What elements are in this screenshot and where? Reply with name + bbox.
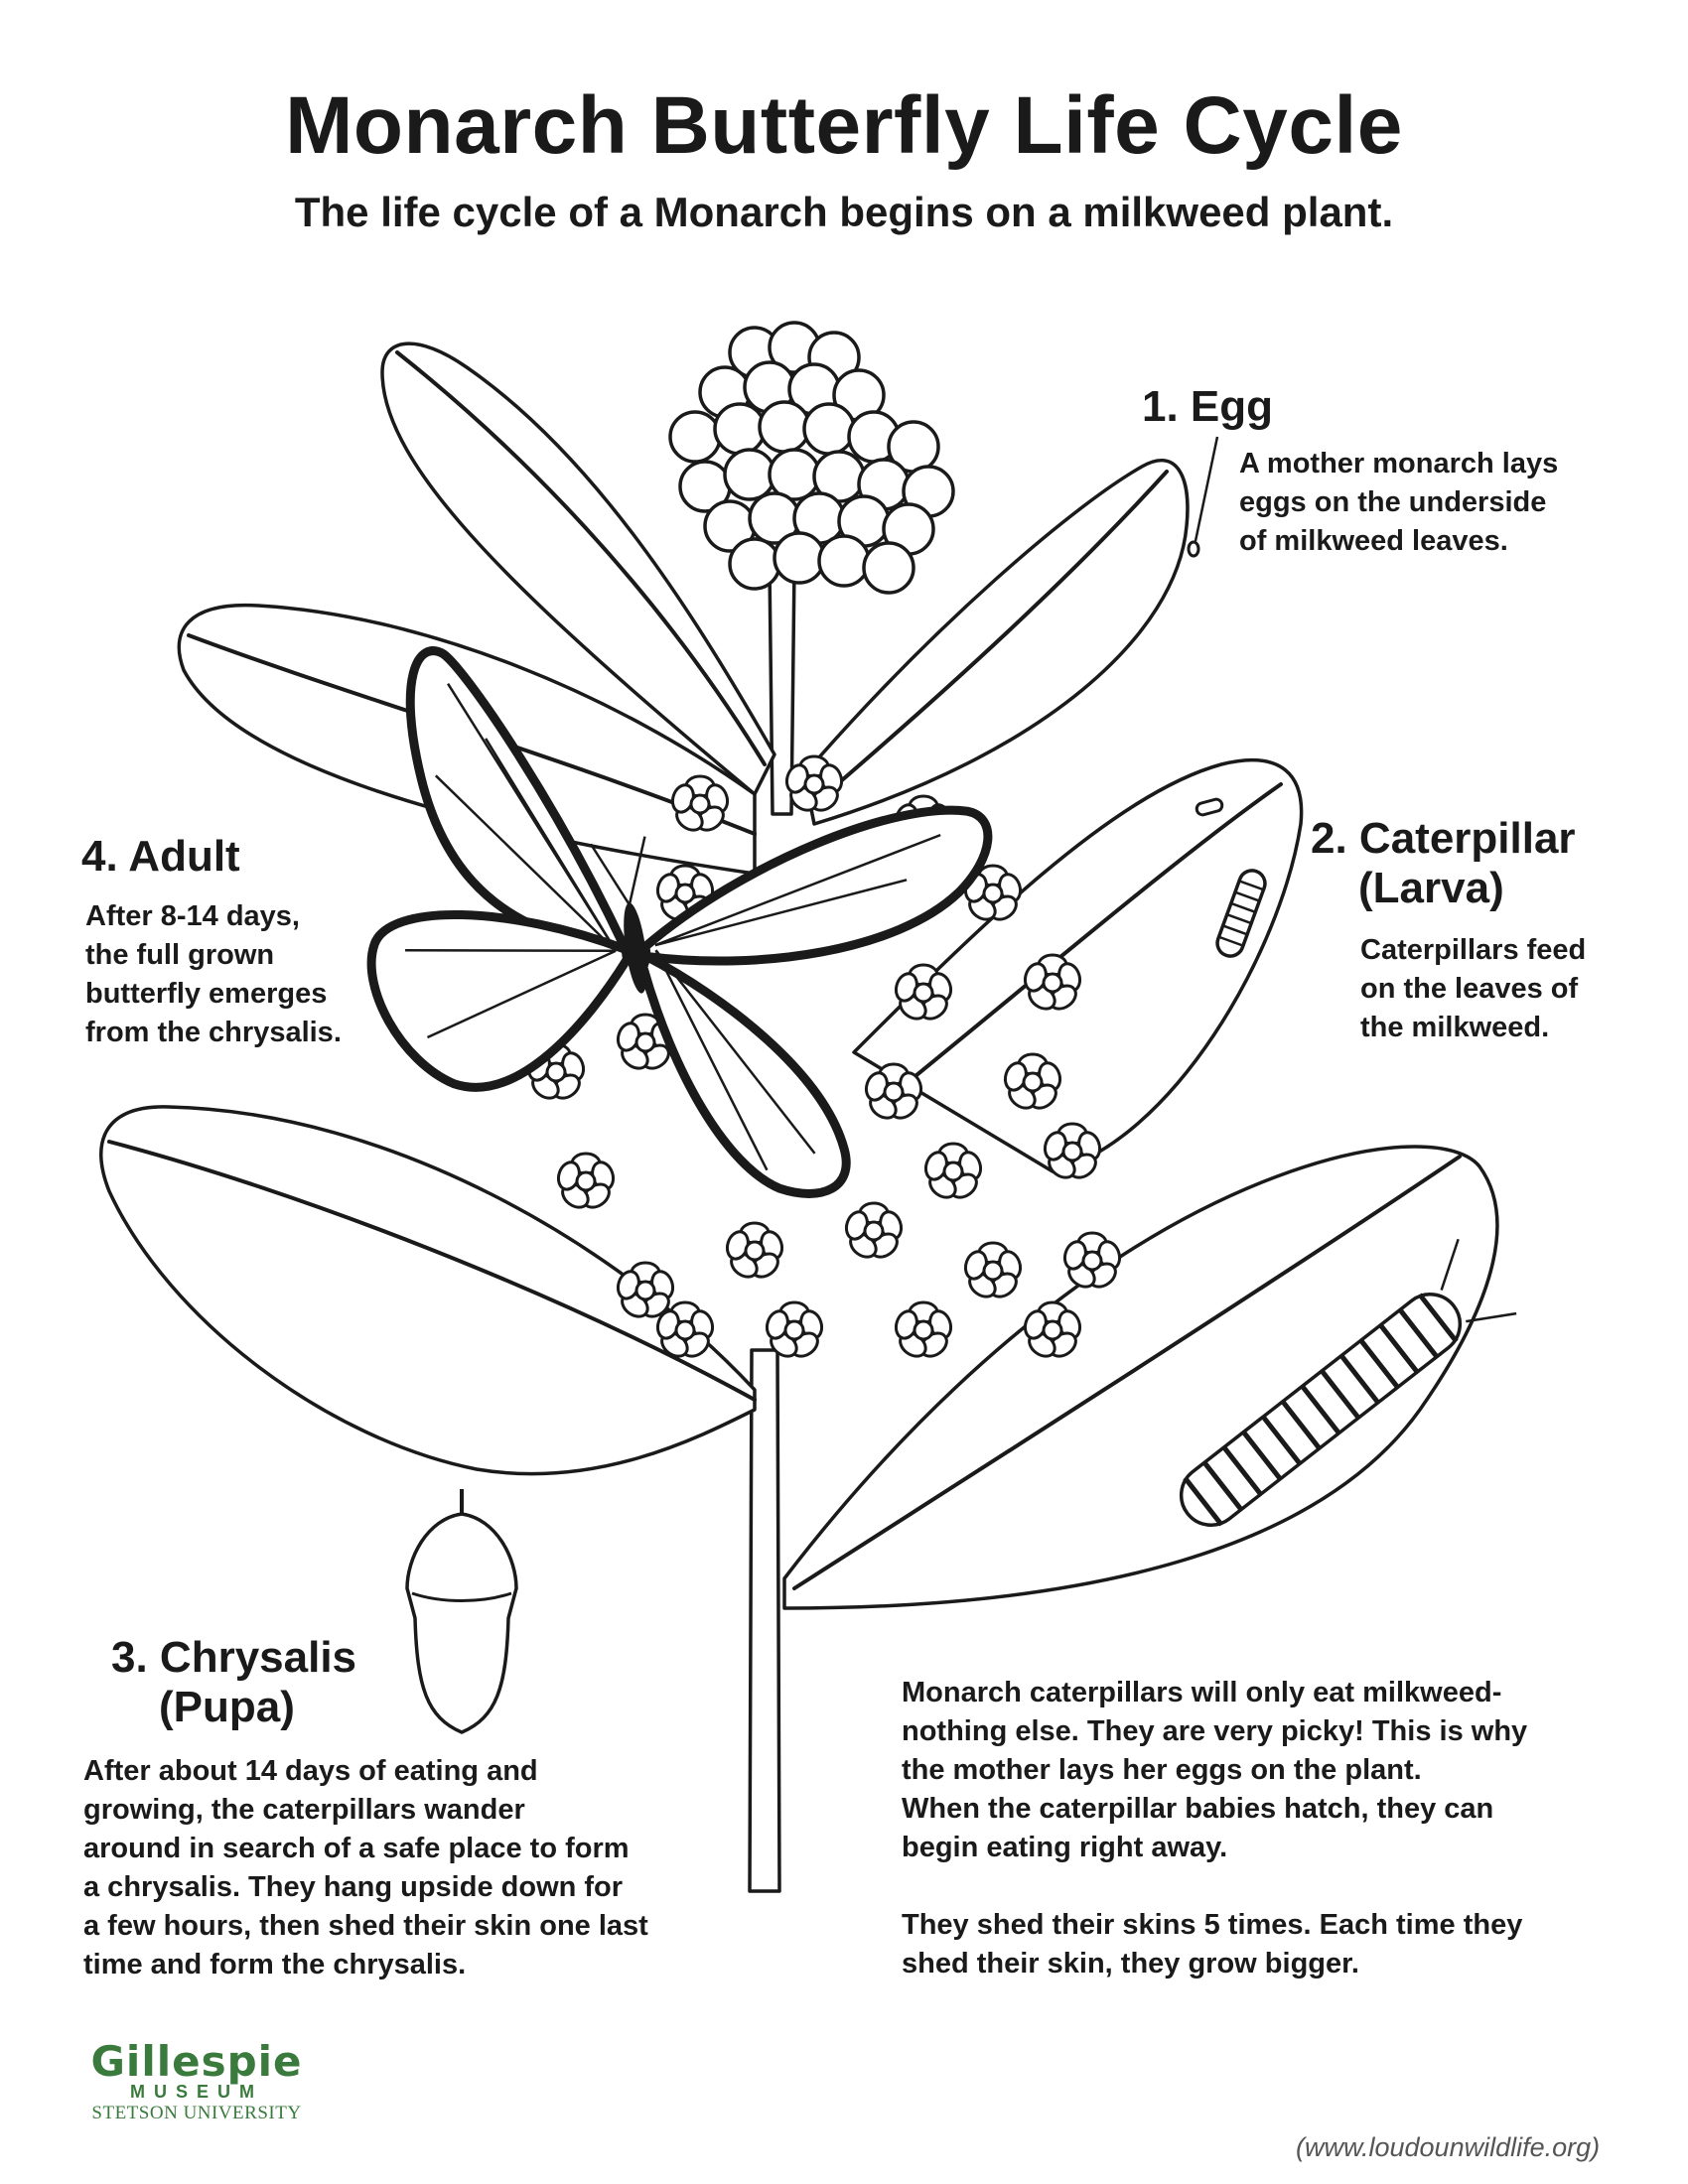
page-title: Monarch Butterfly Life Cycle — [285, 80, 1403, 171]
milkweed-flower — [864, 1062, 923, 1120]
adult-desc-line: butterfly emerges — [85, 978, 328, 1010]
chrysalis-desc-line: After about 14 days of eating and — [83, 1755, 538, 1787]
milkweed-flower — [1003, 1052, 1062, 1110]
milkweed-flower — [784, 754, 844, 812]
leaf-upper-right — [802, 459, 1190, 826]
logo-university: STETSON UNIVERSITY — [91, 2103, 302, 2123]
logo-museum: MUSEUM — [130, 2082, 263, 2102]
chrysalis-desc-line: a few hours, then shed their skin one la… — [83, 1910, 648, 1942]
chrysalis-desc-line: around in search of a safe place to form — [83, 1833, 630, 1864]
caterpillar-heading-line: 2. Caterpillar — [1311, 814, 1576, 863]
chrysalis-desc-line: time and form the chrysalis. — [83, 1949, 467, 1980]
note-line: When the caterpillar babies hatch, they … — [902, 1793, 1494, 1825]
milkweed-flower — [1023, 953, 1082, 1011]
milkweed-bud — [862, 541, 915, 595]
chrysalis-icon — [405, 1489, 518, 1734]
caterpillar-desc-line: the milkweed. — [1360, 1012, 1550, 1043]
caterpillar-heading-line: (Larva) — [1358, 864, 1504, 912]
adult-desc-line: from the chrysalis. — [85, 1017, 342, 1048]
source-url: (www.loudounwildlife.org) — [1296, 2132, 1601, 2162]
leaf-upper-left — [380, 341, 776, 796]
egg-desc-line: A mother monarch lays — [1239, 448, 1559, 479]
note-line: They shed their skins 5 times. Each time… — [902, 1909, 1523, 1941]
note-line: nothing else. They are very picky! This … — [902, 1715, 1528, 1747]
page-subtitle: The life cycle of a Monarch begins on a … — [294, 189, 1394, 235]
chrysalis-desc-line: a chrysalis. They hang upside down for — [83, 1871, 624, 1903]
milkweed-bud-cluster — [668, 321, 955, 595]
milkweed-flower — [963, 864, 1023, 921]
milkweed-flower — [963, 1241, 1023, 1298]
caterpillar-description: Caterpillars feed on the leaves of the m… — [1360, 931, 1586, 1047]
milkweed-bud — [817, 534, 871, 588]
gillespie-museum-logo: Gillespie MUSEUM STETSON UNIVERSITY — [77, 2037, 316, 2124]
egg-heading: 1. Egg — [1142, 382, 1274, 431]
caterpillar-desc-line: on the leaves of — [1360, 973, 1579, 1005]
adult-desc-line: After 8-14 days, — [85, 900, 300, 932]
adult-heading: 4. Adult — [81, 832, 240, 881]
caterpillar-heading: 2. Caterpillar (Larva) — [1311, 814, 1576, 913]
milkweed-flower — [616, 1261, 675, 1318]
milkweed-flower — [725, 1221, 784, 1279]
note-line: begin eating right away. — [902, 1832, 1228, 1863]
milkweed-flower — [844, 1201, 904, 1259]
egg-desc-line: eggs on the underside — [1239, 486, 1547, 518]
milkweed-flower — [894, 1300, 953, 1358]
milkweed-flower — [1062, 1231, 1122, 1289]
chrysalis-description: After about 14 days of eating and growin… — [83, 1752, 648, 1984]
small-egg-icon — [1195, 797, 1224, 817]
milkweed-flower — [670, 774, 730, 832]
chrysalis-heading-line: (Pupa) — [159, 1683, 295, 1731]
small-caterpillar-icon — [1215, 869, 1267, 958]
chrysalis-desc-line: growing, the caterpillars wander — [83, 1794, 525, 1826]
chrysalis-heading-line: 3. Chrysalis — [111, 1633, 357, 1682]
adult-desc-line: the full grown — [85, 939, 275, 971]
milkweed-bud — [728, 537, 781, 591]
chrysalis-heading: 3. Chrysalis (Pupa) — [111, 1633, 356, 1732]
adult-description: After 8-14 days, the full grown butterfl… — [85, 897, 342, 1052]
egg-pointer-line — [1194, 436, 1219, 542]
milkweed-note: Monarch caterpillars will only eat milkw… — [902, 1674, 1527, 1983]
note-line: the mother lays her eggs on the plant. — [902, 1754, 1422, 1786]
milkweed-bud — [758, 400, 811, 454]
milkweed-flower — [556, 1152, 616, 1209]
egg-desc-line: of milkweed leaves. — [1239, 525, 1508, 557]
milkweed-flower — [1043, 1122, 1102, 1179]
butterfly-icon — [366, 646, 993, 1198]
milkweed-flower — [765, 1300, 824, 1358]
egg-description: A mother monarch lays eggs on the unders… — [1239, 445, 1558, 561]
milkweed-bud — [723, 448, 776, 501]
caterpillar-desc-line: Caterpillars feed — [1360, 934, 1587, 966]
milkweed-flower — [1023, 1300, 1082, 1358]
milkweed-stem — [748, 1348, 781, 1893]
logo-name: Gillespie — [90, 2037, 303, 2086]
note-line: shed their skin, they grow bigger. — [902, 1948, 1359, 1979]
milkweed-flower — [655, 1300, 715, 1358]
note-line: Monarch caterpillars will only eat milkw… — [902, 1677, 1502, 1708]
milkweed-flower — [894, 963, 953, 1021]
milkweed-flower — [923, 1142, 983, 1199]
milkweed-flower-cluster — [526, 754, 1122, 1358]
milkweed-bud — [802, 402, 856, 456]
caterpillar-icon — [1179, 1238, 1517, 1527]
milkweed-bud — [713, 402, 767, 456]
milkweed-bud — [773, 531, 826, 585]
leaf-lower-left — [99, 1105, 757, 1476]
milkweed-bud — [668, 410, 722, 464]
egg-icon — [1187, 540, 1200, 558]
